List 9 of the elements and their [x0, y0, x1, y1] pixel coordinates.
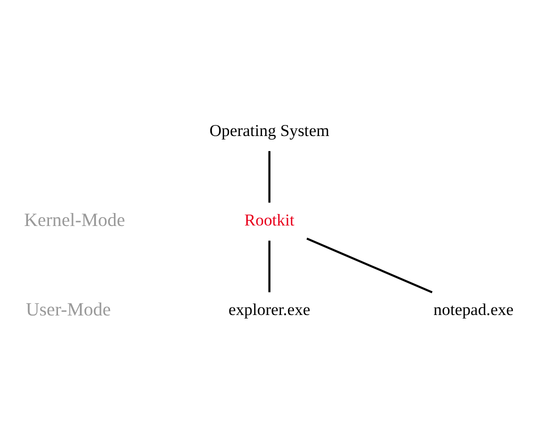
- node-text: notepad.exe: [434, 300, 514, 320]
- label: Kernel-Mode: [24, 210, 126, 232]
- node-text: Operating System: [209, 120, 330, 140]
- node-text: explorer.exe: [228, 300, 310, 320]
- connector: [268, 240, 270, 292]
- connector: [268, 151, 270, 203]
- connector: [306, 238, 433, 294]
- label: User-Mode: [26, 300, 111, 321]
- node-text: Rootkit: [244, 210, 294, 230]
